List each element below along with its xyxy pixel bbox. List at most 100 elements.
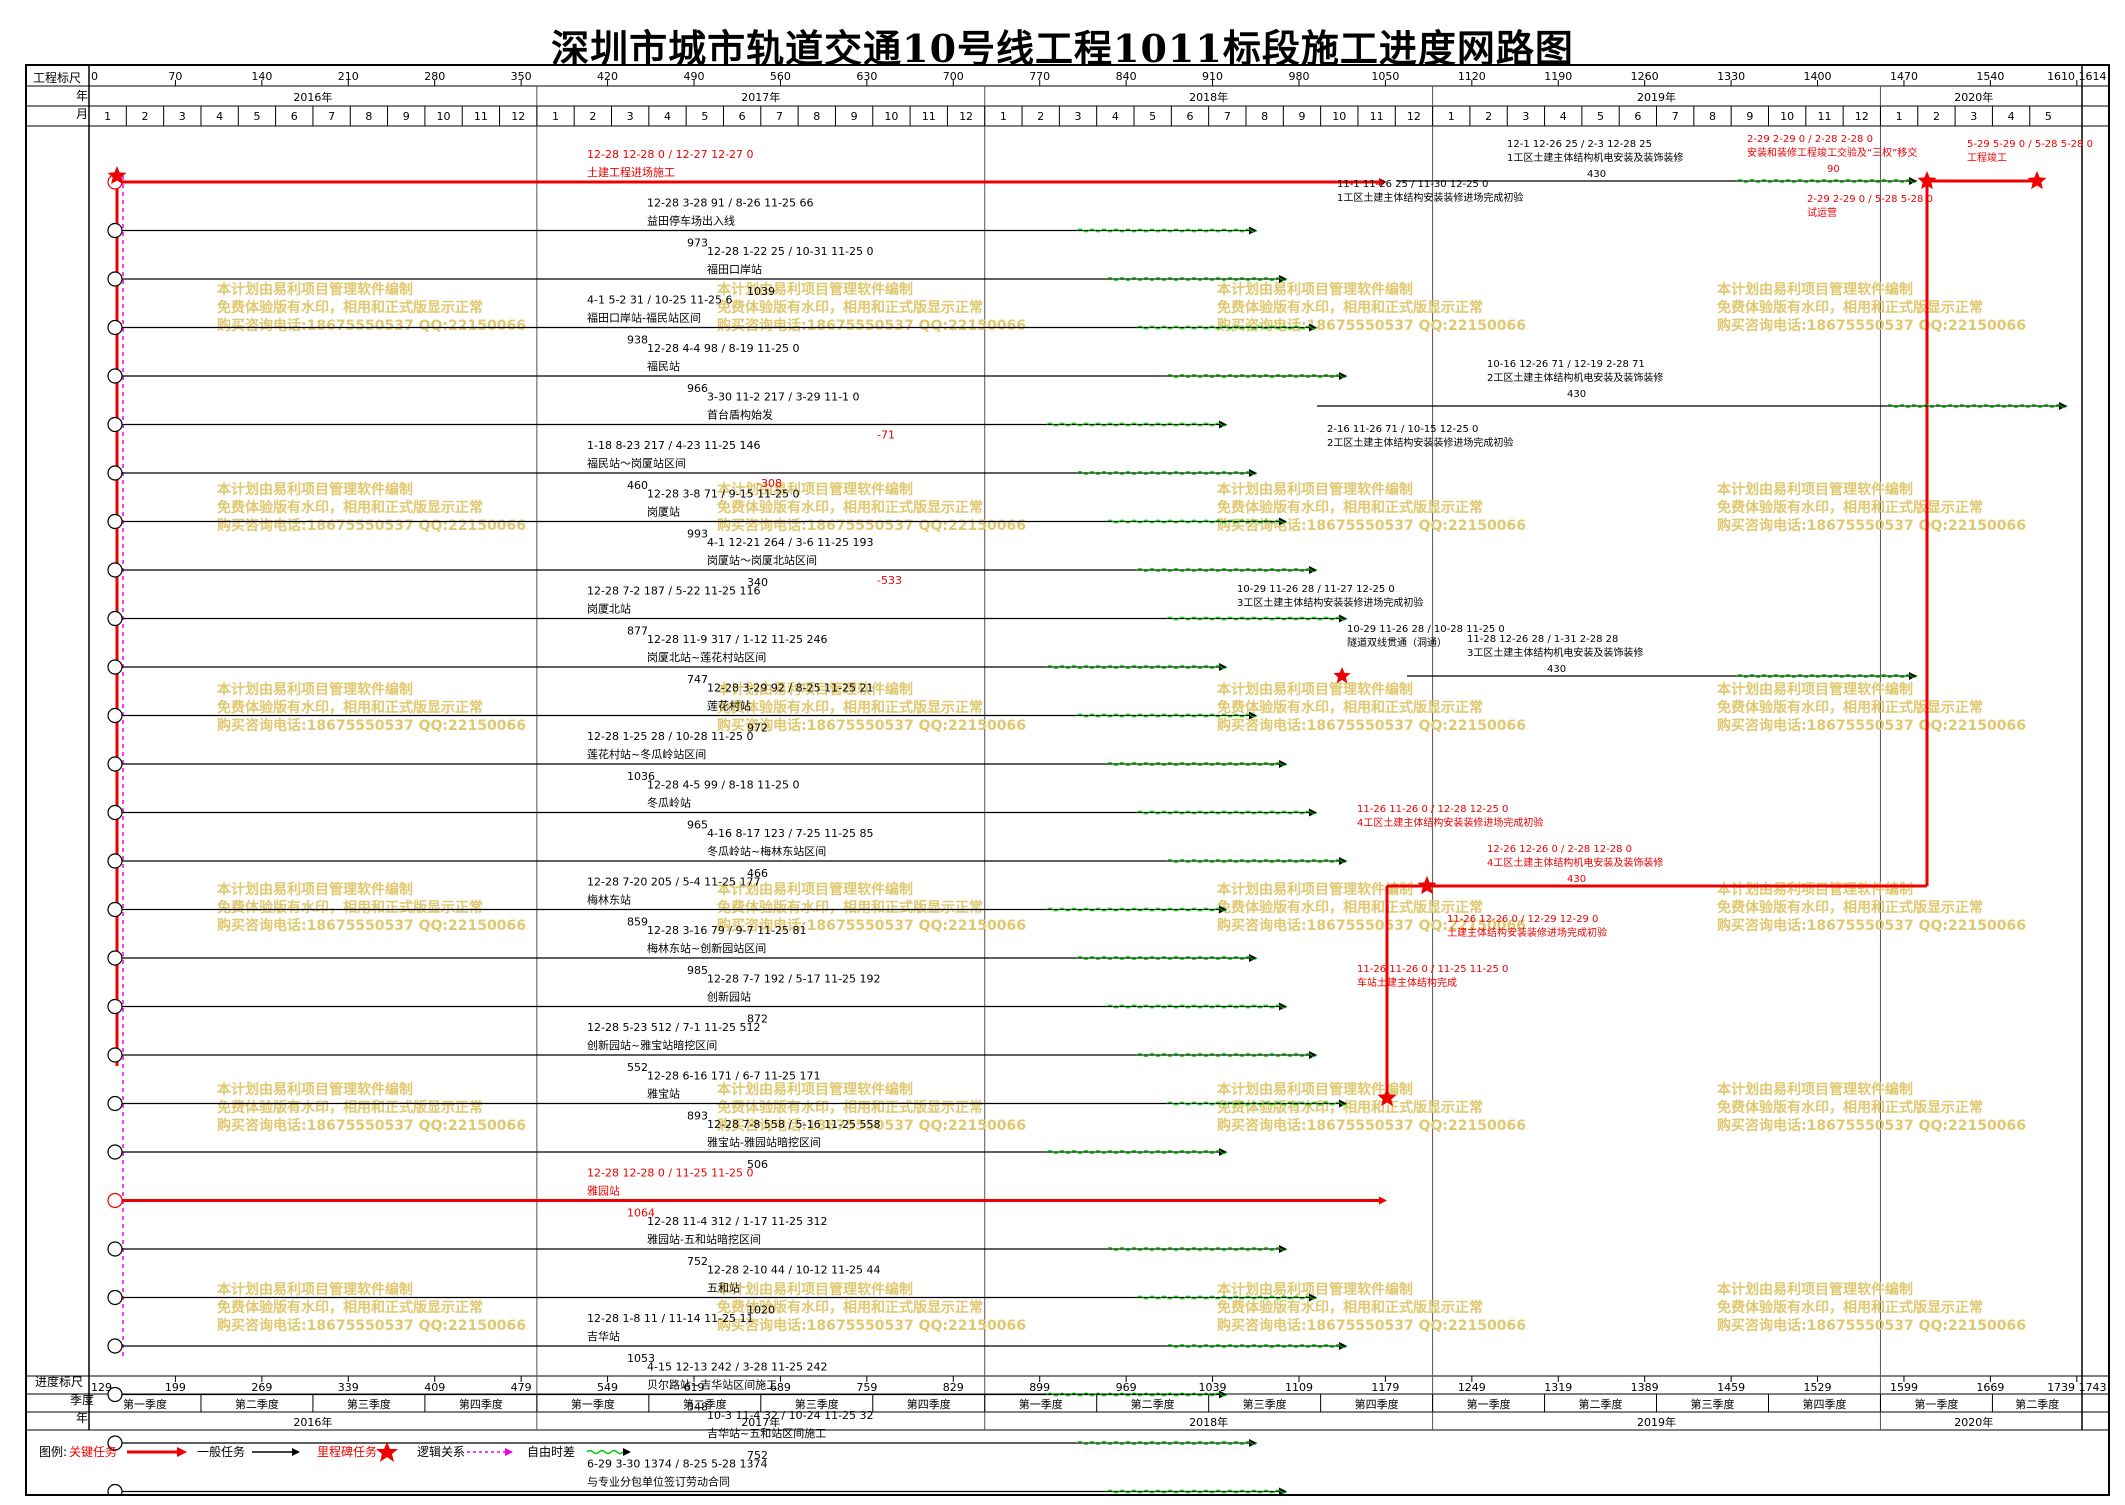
right-task-info: 2-29 2-29 0 / 5-28 5-28 0 [1807,194,1933,205]
month-label: 11 [1817,110,1831,123]
watermark-text: 本计划由易利项目管理软件编制 [217,881,413,898]
month-label: 9 [1746,110,1753,123]
task-node [107,804,123,821]
watermark-text: 购买咨询电话:18675550537 QQ:22150066 [1717,1117,2026,1134]
watermark-text: 购买咨询电话:18675550537 QQ:22150066 [1717,317,2026,334]
task-name: 冬瓜岭站 [647,796,691,810]
watermark-text: 购买咨询电话:18675550537 QQ:22150066 [217,1317,526,1334]
watermark-text: 免费体验版有水印，相用和正式版显示正常 [217,899,483,916]
task-node [107,853,123,869]
ruler-tick-label: 0 [91,70,98,83]
task-name: 益田停车场出入线 [647,214,735,228]
free-float-wave [1136,1053,1318,1057]
task-duration: 348 [687,1401,708,1414]
watermark-text: 免费体验版有水印，相用和正式版显示正常 [717,499,983,516]
task-info: 12-28 4-4 98 / 8-19 11-25 0 [647,342,800,355]
task-arrowhead [1279,1002,1287,1011]
task-info: 12-28 2-10 44 / 10-12 11-25 44 [707,1264,881,1277]
watermark-text: 本计划由易利项目管理软件编制 [1217,481,1413,498]
progress-tick-label: 1669 [1976,1381,2004,1394]
task-name: 岗厦北站 [587,602,631,616]
right-task-info: 12-1 12-26 25 / 2-3 12-28 25 [1507,139,1652,150]
ruler-tick-label: 1470 [1890,70,1918,83]
ruler-tick-label: 1190 [1544,70,1572,83]
watermark-text: 购买咨询电话:18675550537 QQ:22150066 [717,917,1026,934]
watermark-text: 本计划由易利项目管理软件编制 [717,1081,913,1098]
task-arrowhead [1249,1439,1257,1447]
ruler-tick-label: 280 [424,70,445,83]
task-arrowhead [1279,760,1287,768]
month-label: 8 [1261,110,1268,123]
right-task-name: 4工区土建主体结构机电安装及装饰装修 [1487,856,1663,869]
right-task-name: 隧道双线贯通（洞通） [1347,636,1447,649]
quarter-label: 第三季度 [795,1397,839,1411]
watermark-text: 本计划由易利项目管理软件编制 [1217,881,1413,898]
quarter-label: 第二季度 [1131,1397,1175,1411]
ruler-tick-label: 910 [1202,70,1223,83]
task-duration: 966 [687,382,708,395]
task-name: 五和站 [707,1281,740,1295]
task-duration: 872 [747,1013,768,1026]
watermark-text: 购买咨询电话:18675550537 QQ:22150066 [217,317,526,334]
right-task-name: 1工区土建主体结构机电安装及装饰装修 [1507,151,1683,164]
month-label: 1 [1448,110,1455,123]
month-label: 1 [552,110,559,123]
watermark-text: 购买咨询电话:18675550537 QQ:22150066 [1717,917,2026,934]
right-task-info: 11-1 11-26 25 / 11-30 12-25 0 [1337,179,1488,190]
free-float-wave [1106,1004,1288,1009]
watermark-text: 本计划由易利项目管理软件编制 [217,281,413,298]
month-label: 12 [959,110,973,123]
right-task-name: 2工区土建主体结构安装装修进场完成初验 [1327,436,1513,449]
right-lane-arrowhead [2059,402,2067,410]
task-arrowhead [1339,1099,1347,1108]
progress-tick-label: 549 [597,1381,618,1394]
watermark-text: 免费体验版有水印，相用和正式版显示正常 [1717,1299,1983,1316]
task-name: 梅林东站~创新园站区间 [647,941,766,955]
watermark-text: 购买咨询电话:18675550537 QQ:22150066 [717,1317,1026,1334]
task-arrowhead [1279,1245,1287,1253]
task-arrowhead [1219,1148,1227,1156]
task-node [107,1386,123,1403]
task-info: 12-28 1-22 25 / 10-31 11-25 0 [707,245,874,258]
free-float-wave [1886,404,2068,408]
watermark-text: 购买咨询电话:18675550537 QQ:22150066 [217,917,526,934]
watermark-text: 本计划由易利项目管理软件编制 [217,1281,413,1298]
month-label: 10 [437,110,451,123]
free-float-wave [1136,810,1318,815]
progress-tick-label: 1529 [1804,1381,1832,1394]
month-label: 12 [1855,110,1869,123]
progress-tick-label: 1599 [1890,1381,1918,1394]
ruler-tick-label: 140 [251,70,272,83]
quarter-label: 第四季度 [1802,1397,1846,1411]
task-name: 创新园站 [707,990,751,1004]
right-task-info: 12-26 12-26 0 / 2-28 12-28 0 [1487,844,1632,855]
watermark-text: 免费体验版有水印，相用和正式版显示正常 [1217,699,1483,716]
quarter-label: 第三季度 [347,1397,391,1411]
month-label: 6 [1187,110,1194,123]
right-task-name: 3工区土建主体结构安装装修进场完成初验 [1237,596,1423,609]
month-label: 11 [1370,110,1384,123]
right-lane-arrowhead [1909,672,1917,680]
task-duration: 340 [747,576,768,589]
task-duration: 1039 [747,285,775,298]
progress-tick-label: 759 [856,1381,877,1394]
ruler-tick-label: 1400 [1804,70,1832,83]
progress-tick-label: 619 [683,1381,704,1394]
task-arrowhead [1339,614,1347,623]
task-duration: 893 [687,1110,708,1123]
watermark-text: 购买咨询电话:18675550537 QQ:22150066 [717,1117,1026,1134]
task-name: 雅宝站 [647,1087,680,1101]
task-node [107,562,123,578]
legend-critical-label: 关键任务 [69,1444,117,1459]
task-arrowhead [1219,905,1227,914]
watermark-text: 购买咨询电话:18675550537 QQ:22150066 [1217,317,1526,334]
year-label-footer: 2017年 [741,1415,780,1429]
task-name: 首台盾构始发 [707,408,773,422]
free-float-wave [1046,1392,1228,1397]
free-float-wave [1076,1441,1258,1445]
month-label: 10 [1332,110,1346,123]
task-info: 3-30 11-2 217 / 3-29 11-1 0 [707,391,860,404]
milestone-zone4-star-icon [1417,876,1437,895]
free-float-wave [1106,277,1288,281]
watermark-text: 本计划由易利项目管理软件编制 [717,281,913,298]
